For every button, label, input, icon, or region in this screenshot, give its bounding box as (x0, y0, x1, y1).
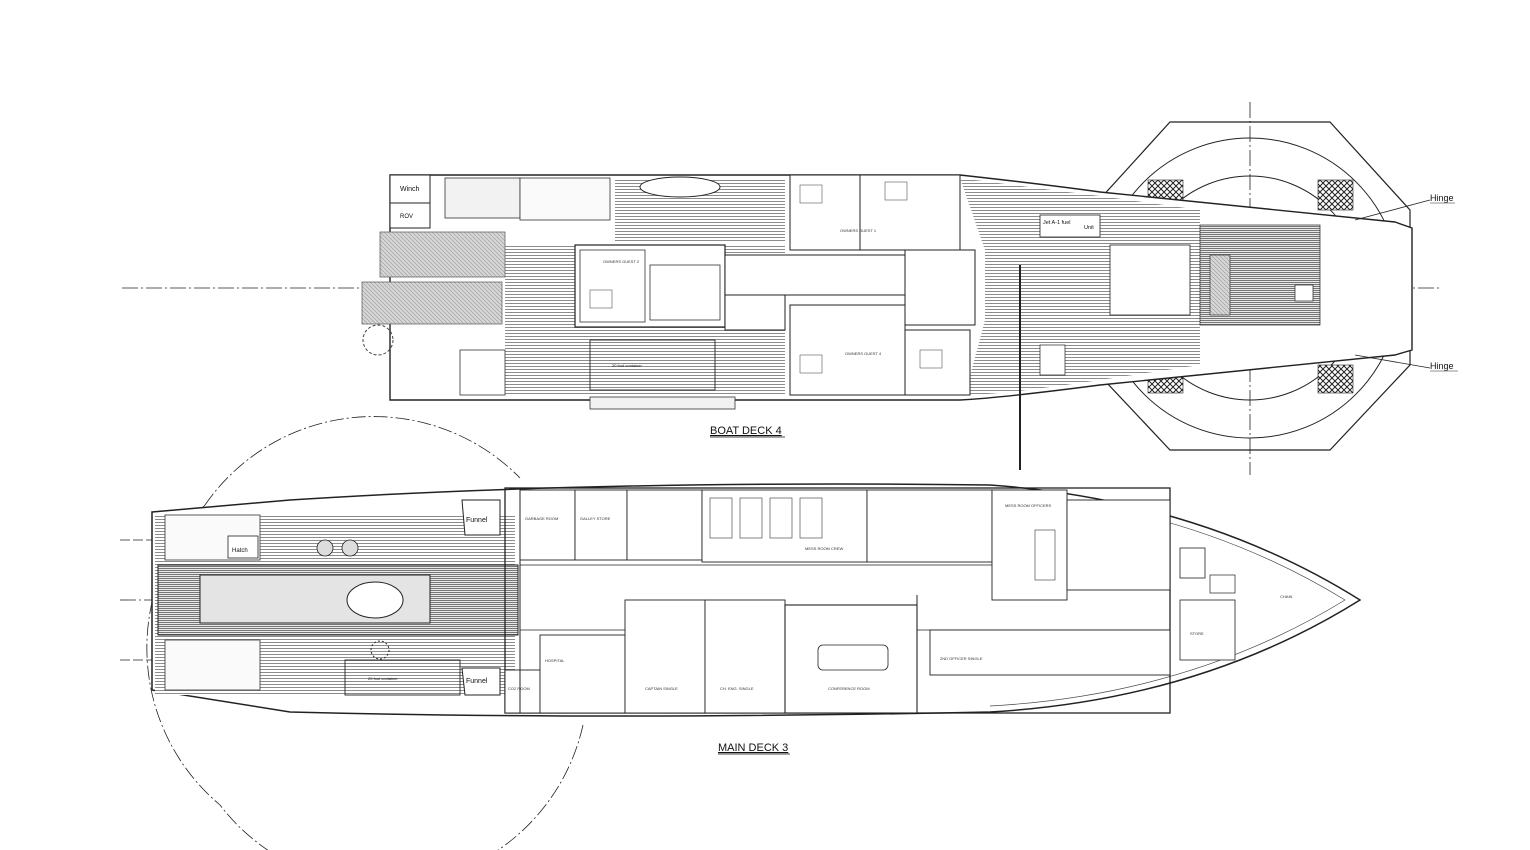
mess-room-label: MESS ROOM CREW (805, 546, 843, 551)
crane-swing-arc (204, 416, 584, 850)
aft-crane-base (362, 324, 394, 356)
hinge-label-bottom: Hinge (1430, 361, 1454, 371)
funnel-bottom (461, 667, 501, 696)
jet-fuel-unit (1039, 214, 1101, 238)
aft-machinery-lower (164, 639, 261, 691)
bollard-2 (341, 539, 359, 557)
central-corridor (724, 254, 906, 296)
owners-guest-4-label: OWNERS GUEST 4 (845, 351, 882, 356)
hospital-label: HOSPITAL (545, 658, 565, 663)
guest-2-bath (649, 264, 721, 321)
store-fwd (1179, 547, 1206, 579)
helideck-hangar (1109, 244, 1191, 316)
mess-table-2 (739, 497, 763, 539)
officer-label: 2ND OFFICER SINGLE (940, 656, 983, 661)
hatch-box (227, 535, 259, 559)
officer-table (1034, 529, 1056, 581)
stores-block (459, 349, 506, 396)
guest-bed-5 (589, 289, 613, 309)
fwd-equipment (1039, 344, 1066, 376)
owners-guest-2-cabin (579, 249, 646, 323)
mess-table-3 (769, 497, 793, 539)
rov-room (389, 202, 431, 229)
hatch-label: Hatch (232, 548, 248, 554)
rescue-boat-cradle (519, 177, 611, 221)
rov-label: ROV (400, 214, 413, 220)
boat-deck-title: BOAT DECK 4 (710, 425, 782, 437)
funnel-bottom-label: Funnel (466, 678, 488, 685)
store-label: STORE (1190, 631, 1204, 636)
galley (626, 489, 703, 561)
fwd-store (1179, 599, 1236, 661)
helideck-net-tr (1317, 179, 1354, 211)
officer-cabins-lower (929, 629, 1171, 676)
helideck-winch-assembly (1209, 254, 1231, 316)
side-rail-equipment (589, 396, 736, 410)
boat-deck-4: Winch ROV 20 foot container OWNERS GUEST… (122, 102, 1458, 475)
guest-bed-3 (919, 349, 943, 369)
owners-guest-4-cabin (859, 174, 961, 251)
helideck-net-br (1317, 364, 1354, 394)
bollard-1 (316, 539, 334, 557)
rescue-boat (639, 176, 721, 198)
owners-guest-3-cabin (904, 249, 976, 326)
conference-room-label: CONFERENCE ROOM (828, 686, 870, 691)
aft-machinery-block (444, 177, 521, 219)
main-deck-title: MAIN DECK 3 (718, 742, 788, 754)
guest-bed-1 (799, 184, 823, 204)
mess-table-4 (799, 497, 823, 539)
hinge-line-bottom (1354, 354, 1431, 369)
aft-handling-equipment-2 (361, 281, 503, 325)
captain-label: CAPTAIN SINGLE (645, 686, 678, 691)
funnel-top (461, 499, 501, 536)
galley-store (574, 489, 628, 561)
funnel-top-label: Funnel (466, 517, 488, 524)
ch-eng-label: CH. ENG. SINGLE (720, 686, 754, 691)
chief-engineer-cabin (704, 599, 786, 714)
jet-fuel-label: Jet A-1 fuel (1043, 220, 1071, 226)
captain-cabin (624, 599, 706, 714)
boat-container-label: 20 foot container (612, 363, 642, 368)
winch-label: Winch (400, 186, 420, 193)
mess-table-1 (709, 497, 733, 539)
main-deck-3: Hatch 20 foot container Funnel Funnel GA… (120, 416, 1362, 850)
conference-table (817, 644, 889, 671)
garbage-room-label: GARBAGE ROOM (525, 516, 558, 521)
owners-suite-lower (789, 304, 906, 396)
garbage-room (519, 489, 576, 561)
galley-store-label: GALLEY STORE (580, 516, 611, 521)
aft-guest-cabins-lower (724, 294, 786, 331)
aft-handling-equipment (379, 231, 506, 278)
co2-room (504, 669, 541, 714)
hinge-label-top: Hinge (1430, 193, 1454, 203)
officer-cabins-upper (1066, 499, 1171, 591)
co2-room-label: CO2 ROOM (508, 686, 530, 691)
guest-bed-2 (884, 181, 908, 201)
helideck-marking-square (1294, 284, 1314, 302)
unit-label: Unit (1084, 225, 1094, 231)
rov-vehicle-nose (346, 581, 404, 619)
hinge-line-top (1354, 199, 1431, 221)
owners-guest-2-label: OWNERS GUEST 2 (603, 259, 640, 264)
boat-deck-container (589, 339, 716, 391)
main-deck-container (344, 659, 461, 696)
crew-day-room (866, 489, 993, 563)
owners-guest-1-label: OWNERS GUEST 1 (840, 228, 877, 233)
crane-pedestal (370, 640, 390, 660)
mess-officers-label: MESS ROOM OFFICERS (1005, 503, 1052, 508)
winch-fwd (1209, 574, 1236, 594)
guest-bed-4 (799, 354, 823, 374)
main-container-label: 20 foot container (368, 676, 398, 681)
chain-label: CHAIN (1280, 594, 1293, 599)
hospital (539, 634, 626, 714)
